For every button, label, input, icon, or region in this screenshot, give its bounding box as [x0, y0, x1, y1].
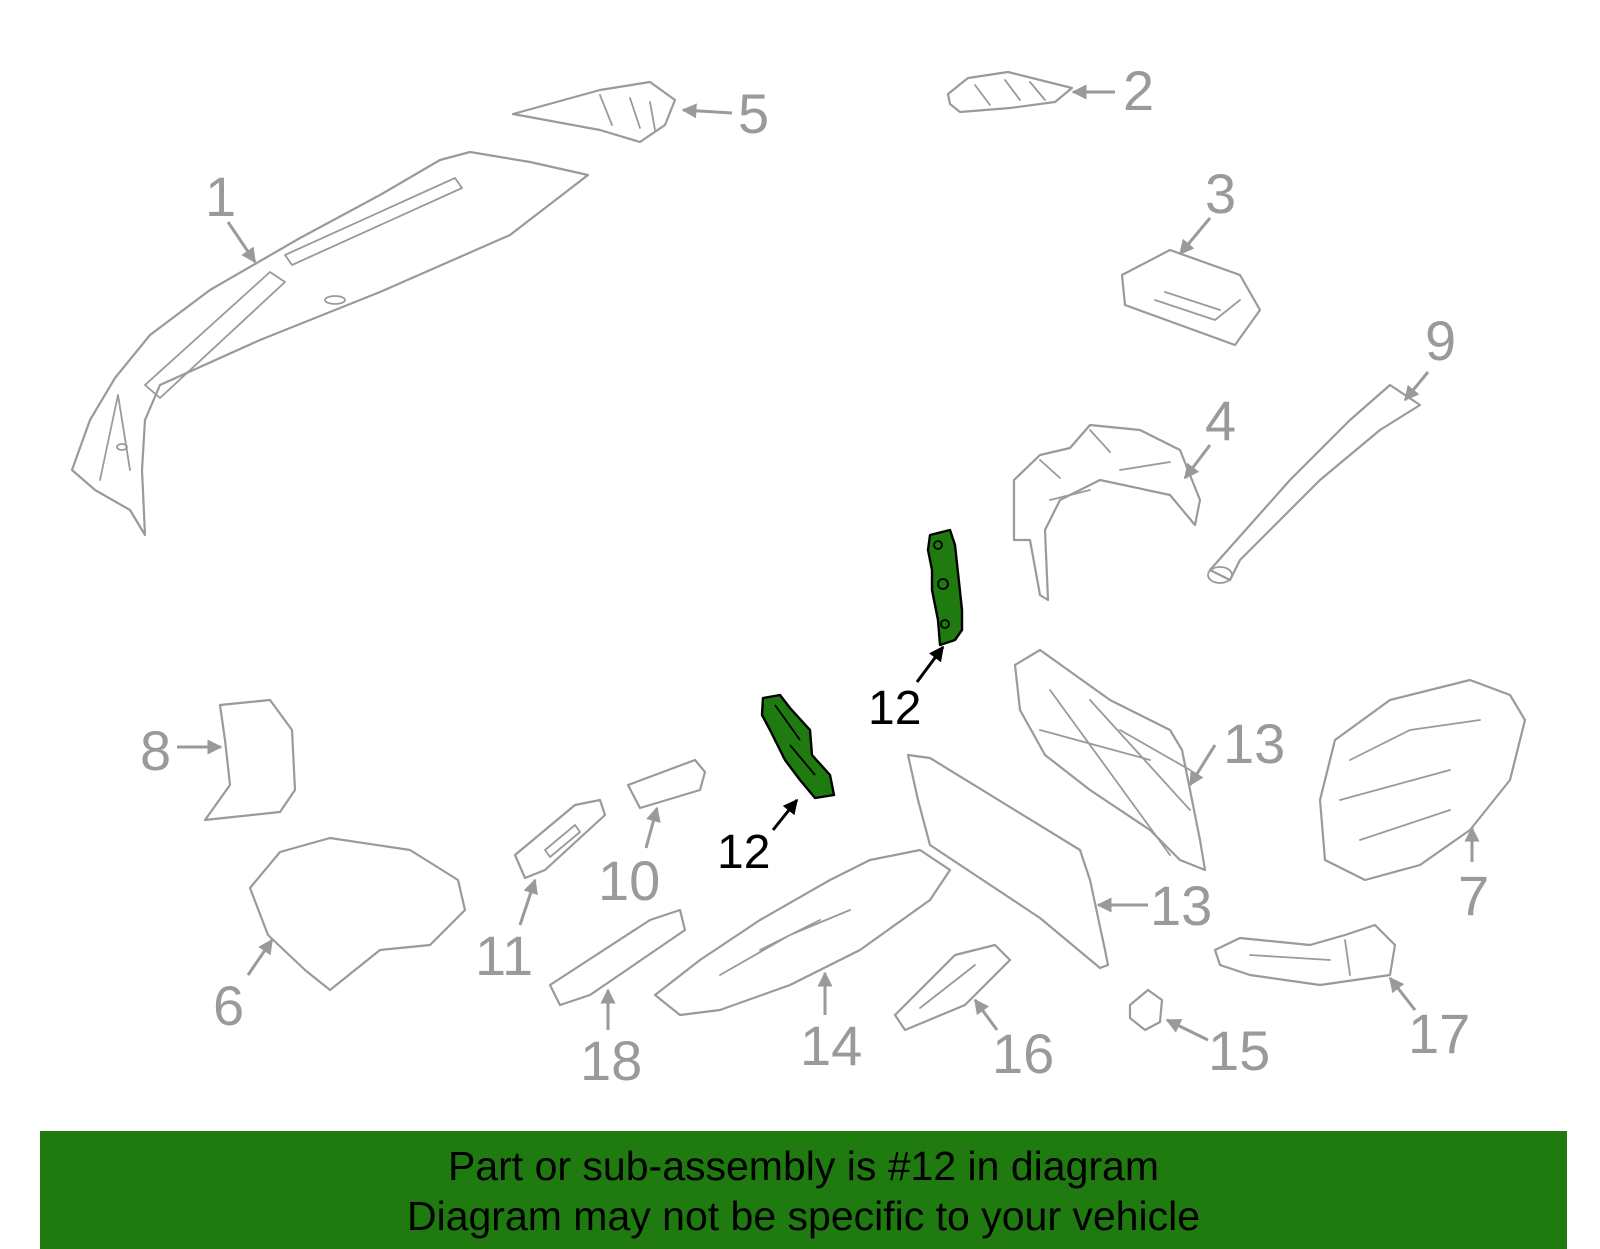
- leader-6: [246, 938, 274, 976]
- callout-13-lower: 13: [1150, 874, 1212, 937]
- parts-diagram: 1 5 2 3 4 9 8 6 10 11 12 12 13 13 7 14 1…: [70, 59, 1527, 1092]
- leader-3: [1178, 217, 1212, 256]
- callout-9: 9: [1425, 309, 1456, 372]
- part-16-bracket[interactable]: [893, 943, 1012, 1032]
- part-4-bracket[interactable]: [1012, 423, 1202, 602]
- part-7-housing[interactable]: [1318, 678, 1527, 882]
- callout-5: 5: [738, 82, 769, 145]
- leader-11: [518, 878, 538, 926]
- part-6-cover[interactable]: [248, 836, 467, 992]
- callout-7: 7: [1458, 864, 1489, 927]
- leader-17: [1388, 976, 1417, 1011]
- part-3-vent[interactable]: [1120, 248, 1262, 347]
- part-14-tray[interactable]: [653, 848, 952, 1017]
- part-12-bracket-upper[interactable]: [926, 528, 964, 647]
- callout-15: 15: [1208, 1019, 1270, 1082]
- part-11-switch[interactable]: [513, 798, 607, 880]
- callout-8: 8: [140, 719, 171, 782]
- callout-11: 11: [475, 924, 533, 987]
- callout-18: 18: [580, 1029, 642, 1092]
- part-13-glovebox-frame[interactable]: [1013, 648, 1207, 872]
- callout-12-upper: 12: [868, 682, 921, 735]
- leader-9: [1403, 371, 1430, 402]
- info-banner: Part or sub-assembly is #12 in diagram D…: [40, 1131, 1567, 1249]
- callout-10: 10: [598, 849, 660, 912]
- part-9-trim[interactable]: [1207, 383, 1422, 584]
- banner-line-1: Part or sub-assembly is #12 in diagram: [448, 1143, 1159, 1189]
- callout-17: 17: [1408, 1002, 1470, 1065]
- callout-2: 2: [1123, 59, 1154, 122]
- leader-5: [681, 103, 733, 119]
- part-15-clip[interactable]: [1128, 988, 1164, 1032]
- part-8-cap[interactable]: [203, 698, 297, 822]
- leader-15: [1165, 1018, 1209, 1042]
- part-10-switch[interactable]: [626, 758, 707, 810]
- part-1-dash-panel[interactable]: [70, 150, 590, 537]
- part-12-bracket-lower[interactable]: [760, 693, 836, 800]
- callout-16: 16: [992, 1022, 1054, 1085]
- part-5-panel[interactable]: [511, 80, 677, 144]
- callout-12-lower: 12: [717, 826, 770, 879]
- callout-3: 3: [1205, 162, 1236, 225]
- callout-6: 6: [213, 974, 244, 1037]
- leader-12a: [915, 645, 945, 683]
- callout-13-upper: 13: [1223, 712, 1285, 775]
- callout-1: 1: [205, 165, 236, 228]
- part-17-duct[interactable]: [1213, 923, 1397, 987]
- leader-1: [226, 221, 257, 264]
- leader-10: [644, 806, 661, 849]
- banner-line-2: Diagram may not be specific to your vehi…: [406, 1193, 1200, 1239]
- part-2-bracket[interactable]: [946, 70, 1074, 114]
- part-13-glovebox-door[interactable]: [906, 753, 1110, 970]
- callout-14: 14: [800, 1014, 862, 1077]
- part-18-strip[interactable]: [548, 908, 687, 1007]
- leader-4: [1183, 444, 1212, 480]
- leader-12b: [771, 798, 799, 831]
- callout-4: 4: [1205, 389, 1236, 452]
- leader-13a: [1188, 744, 1217, 787]
- leader-16: [973, 998, 999, 1031]
